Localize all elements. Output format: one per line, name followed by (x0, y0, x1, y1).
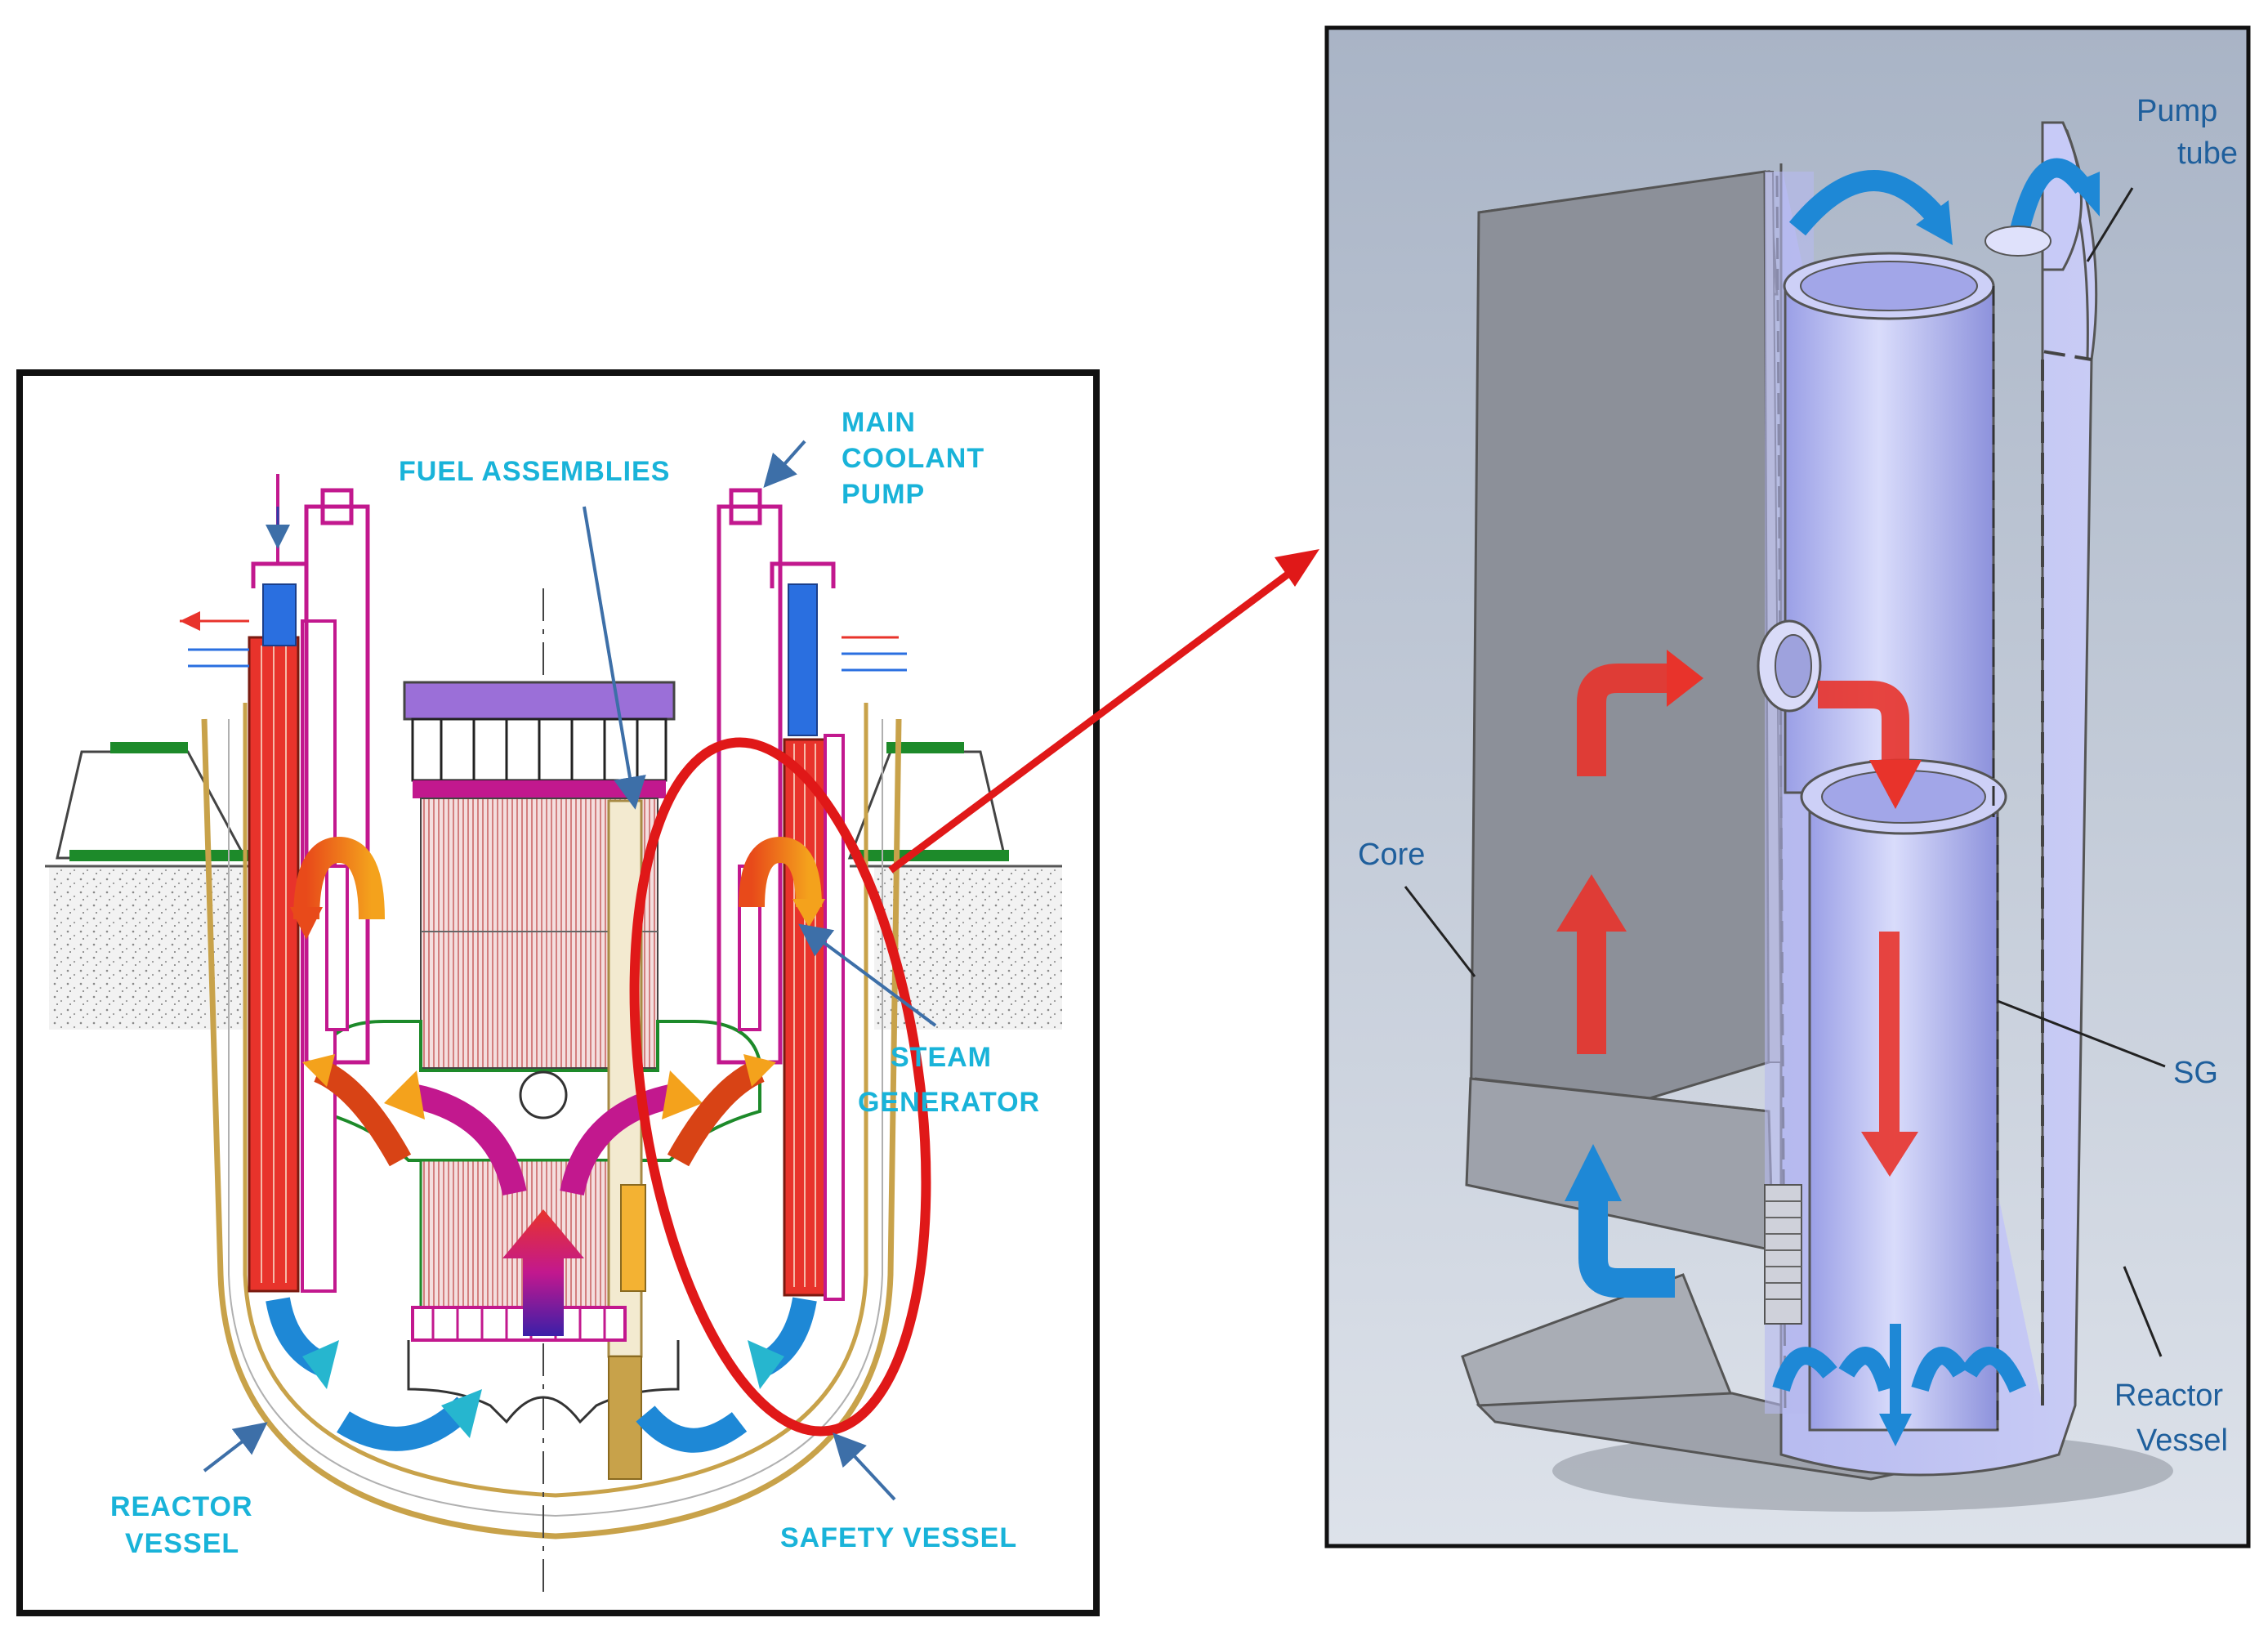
label-reactor-vessel-3d-2: Vessel (2136, 1423, 2228, 1458)
right-panel: Pump tube Core SG Reactor Vessel (1324, 25, 2251, 1548)
pump-top-blue-arc-left (1788, 170, 1944, 236)
pump-top-blue-arc-right (2008, 158, 2092, 239)
label-steam-generator-1: STEAM (891, 1042, 992, 1073)
callout-connector-arrow (888, 569, 1293, 874)
bottom-blue-arc-right (1911, 1347, 1969, 1392)
core-head (403, 681, 676, 721)
plenum-arrow-left (406, 1083, 527, 1196)
cold-arrow-bottom-right (636, 1405, 748, 1453)
sg-down-arrow (1861, 932, 1918, 1177)
plenum-arrow-right (560, 1083, 681, 1196)
left-panel: MAIN COOLANT PUMP FUEL ASSEMBLIES STEAM … (16, 369, 1100, 1616)
pump-impeller (1764, 1184, 1802, 1325)
right-sg-hot-arc (739, 836, 822, 908)
sg-cylinder-lower (1808, 791, 1999, 1432)
label-main-coolant-pump-3: PUMP (842, 479, 925, 510)
core-top-turn-arrow (1577, 664, 1671, 776)
reactor-vessel-shell (243, 703, 868, 1498)
label-sg: SG (2173, 1056, 2218, 1090)
left-sg-hot-arc (293, 836, 385, 920)
core-box-front (1469, 170, 1770, 1155)
ground-left (49, 866, 245, 1030)
label-safety-vessel: SAFETY VESSEL (780, 1522, 1017, 1553)
label-reactor-vessel-2: VESSEL (125, 1528, 239, 1559)
label-reactor-vessel-1: REACTOR (110, 1491, 253, 1522)
label-fuel-assemblies: FUEL ASSEMBLIES (399, 456, 670, 487)
label-main-coolant-pump-2: COOLANT (842, 443, 984, 474)
label-pump-tube-2: tube (2177, 136, 2238, 171)
label-steam-generator-2: GENERATOR (858, 1087, 1040, 1118)
core-inlet-blue-arrow (1578, 1201, 1675, 1298)
sg-entry-turn-arrow (1818, 681, 1909, 760)
label-core: Core (1358, 838, 1425, 872)
core-up-arrow (1556, 874, 1627, 1054)
sg-callout-ellipse (629, 737, 931, 1437)
bottom-blue-arc-left (1772, 1347, 1837, 1392)
core-upflow-arrow (502, 1209, 584, 1336)
bottom-blue-arc-mid (1838, 1347, 1896, 1392)
safety-vessel-shell (201, 718, 902, 1540)
label-pump-tube-1: Pump (2136, 94, 2217, 128)
label-main-coolant-pump-1: MAIN (842, 407, 916, 438)
label-reactor-vessel-3d-1: Reactor (2114, 1379, 2223, 1413)
bottom-blue-arc-far (1961, 1347, 2027, 1393)
pump-column-left (304, 504, 370, 1065)
